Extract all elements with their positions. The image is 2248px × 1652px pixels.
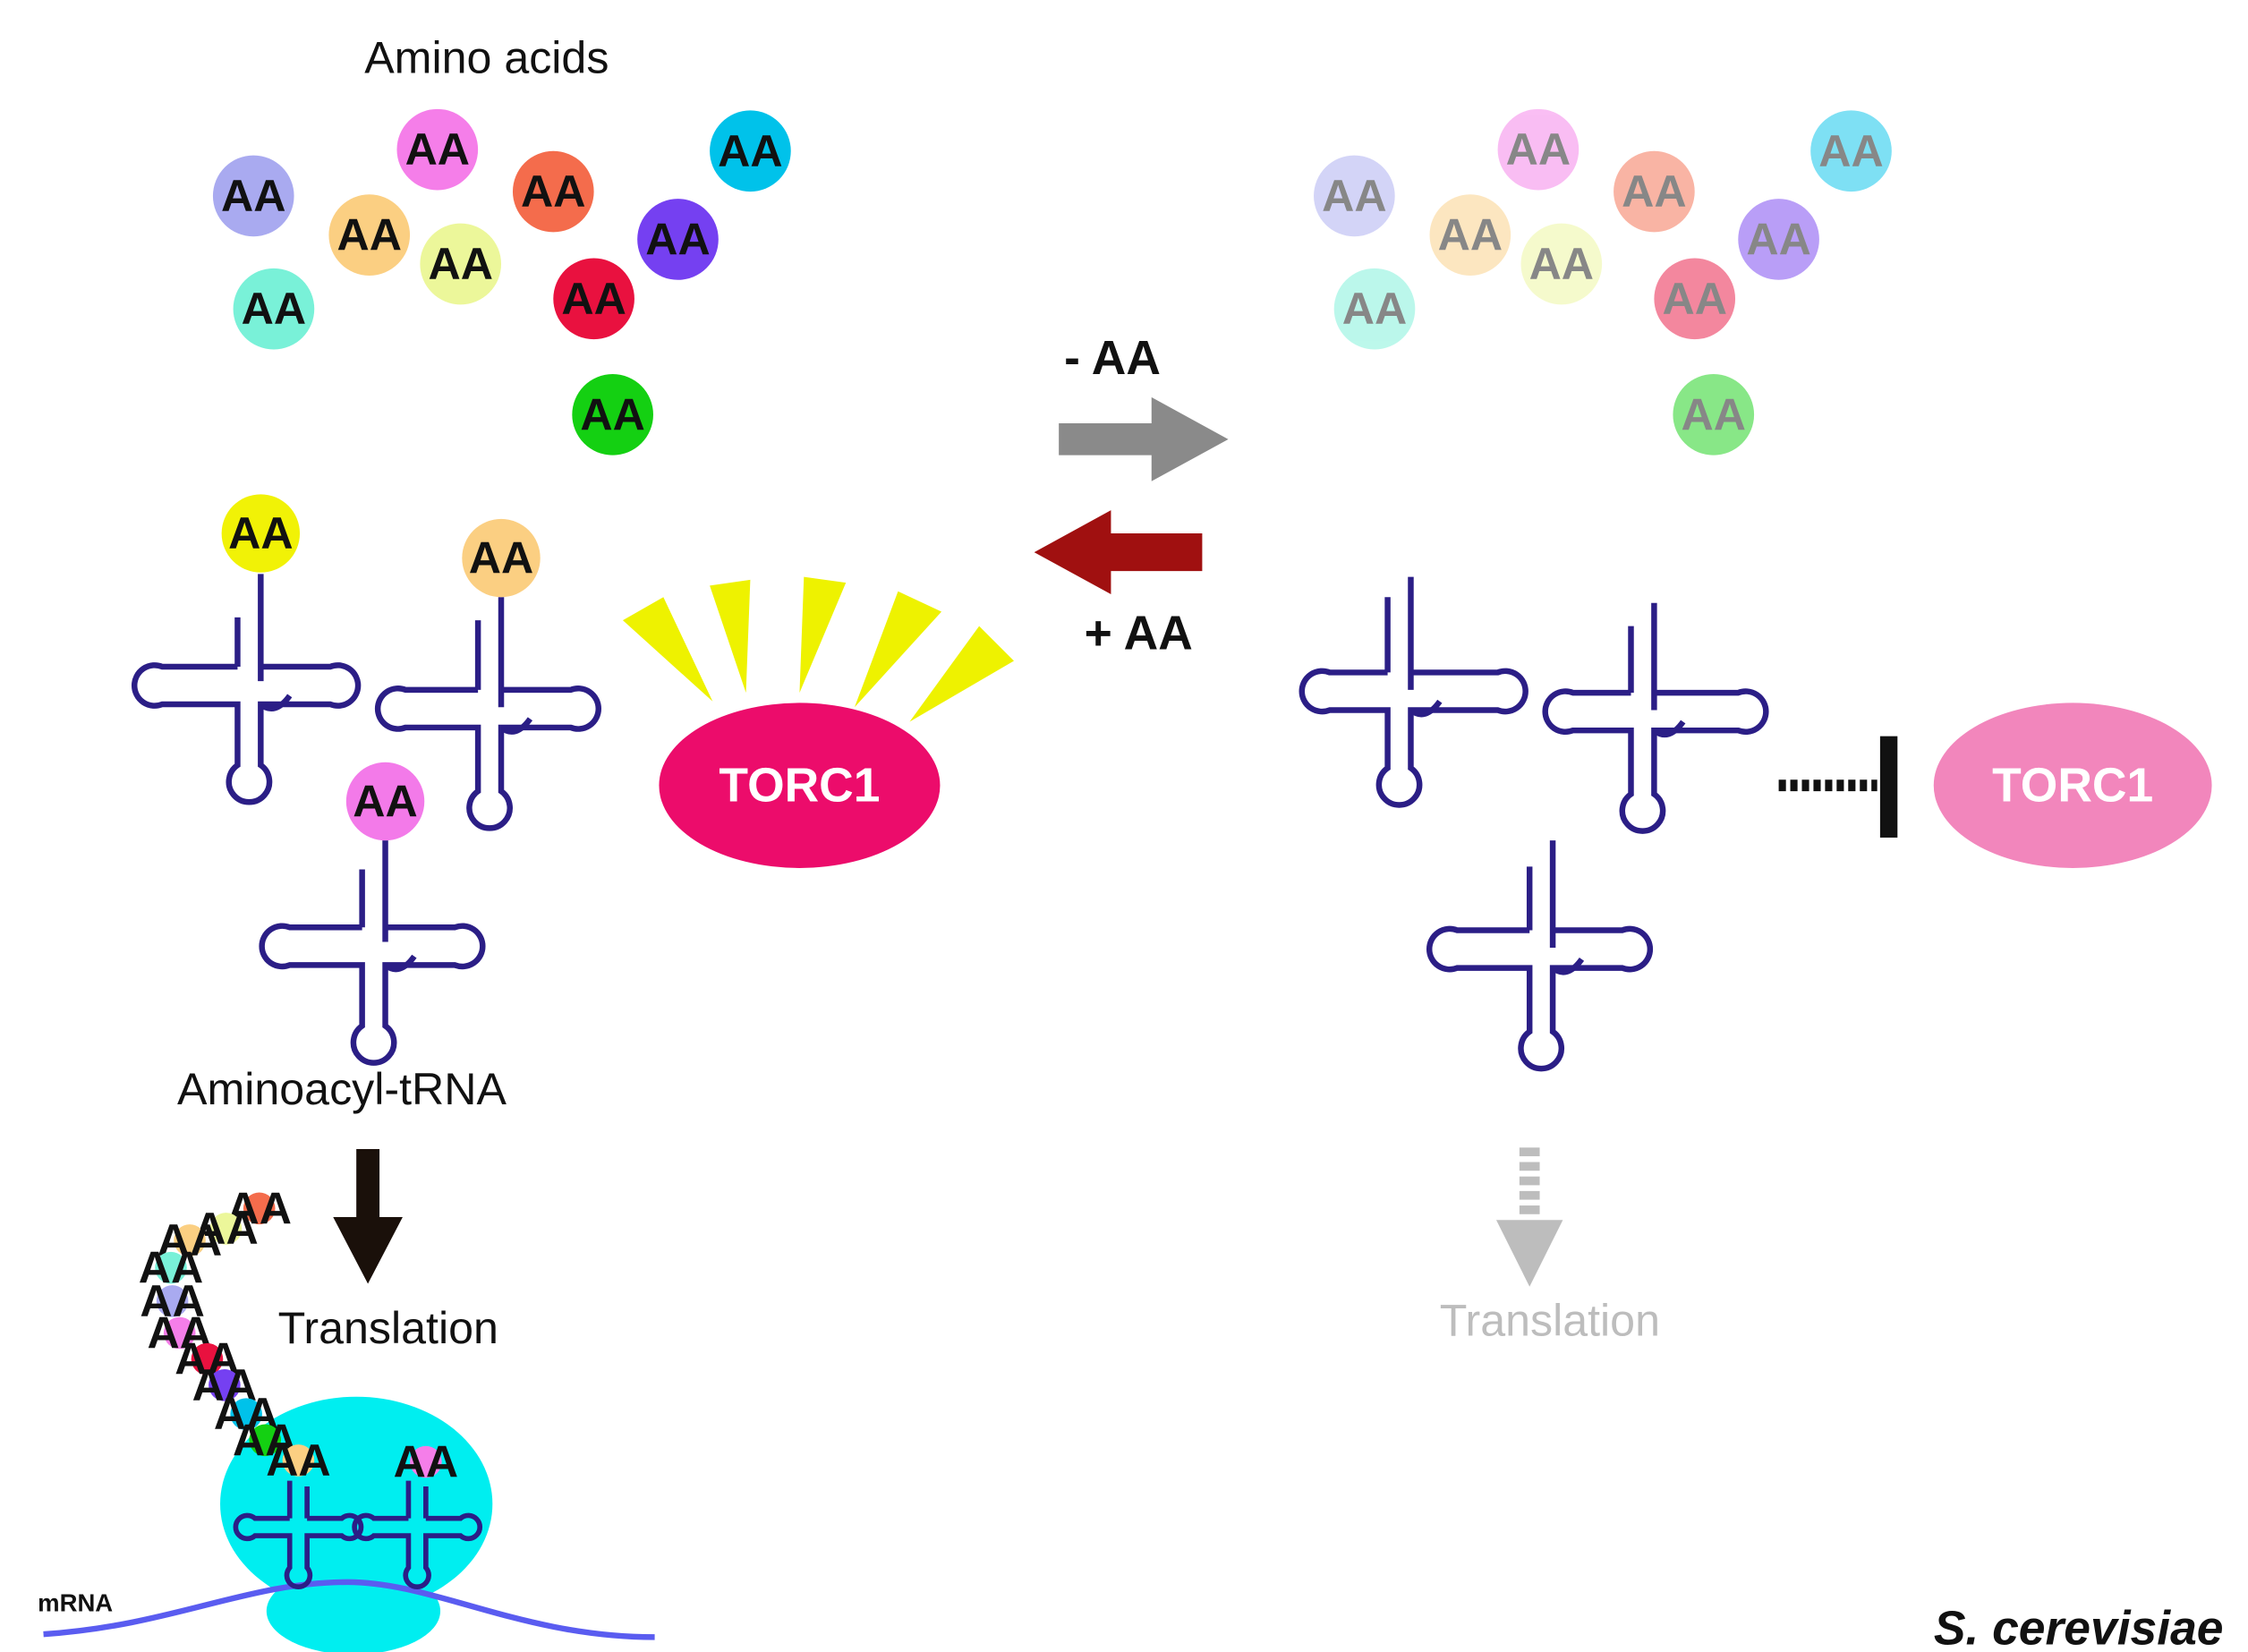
depleted-amino-acid-4	[1520, 223, 1603, 305]
depleted-amino-acid-8	[1333, 268, 1416, 350]
depleted-amino-acid-label-6: AA	[1746, 214, 1810, 264]
peptide-residue-4	[155, 1251, 187, 1284]
depleted-amino-acid-1	[1314, 155, 1395, 237]
svg-text:AA: AA	[353, 776, 417, 826]
trna-3-aa	[345, 762, 425, 841]
torc1-inactive-label: TORC1	[1992, 759, 2153, 812]
minus-aa-label: - AA	[1064, 332, 1161, 385]
amino-acid-label-7: AA	[718, 126, 782, 176]
amino-acid-5	[512, 150, 594, 233]
depleted-amino-acid-label-7: AA	[1818, 126, 1883, 176]
amino-acid-label-1: AA	[221, 171, 285, 221]
trna-6	[1426, 840, 1654, 1072]
amino-acid-label-2: AA	[405, 124, 470, 175]
translation-arrow	[333, 1148, 403, 1284]
depleted-amino-acid-6	[1738, 199, 1819, 280]
peptide-residue-5	[156, 1285, 189, 1317]
amino-acid-label-9: AA	[561, 274, 626, 324]
trna-2-aa	[462, 518, 541, 598]
amino-acid-9	[553, 258, 634, 340]
depleted-amino-acid-label-5: AA	[1622, 166, 1686, 217]
peptide-residue-label-5: AA	[140, 1276, 204, 1326]
amino-acids-label: Amino acids	[364, 32, 609, 82]
trna-group-uncharged	[1299, 576, 1769, 1072]
peptide-residue-7	[191, 1342, 224, 1375]
amino-acid-label-5: AA	[521, 166, 585, 217]
depleted-amino-acid-label-4: AA	[1529, 239, 1594, 289]
amino-acid-3	[328, 194, 411, 276]
trna-3	[259, 840, 486, 1066]
peptide-residue-6	[163, 1316, 196, 1350]
depleted-amino-acid-10	[1673, 374, 1755, 456]
torc1-inactive	[1933, 703, 2212, 868]
torc1-active	[659, 703, 941, 868]
torc1-active-label: TORC1	[719, 759, 880, 812]
species-label: S. cerevisiae	[1934, 1602, 2224, 1652]
peptide-residue-1	[243, 1192, 276, 1225]
depleted-amino-acid-label-2: AA	[1506, 124, 1571, 175]
translation-label: Translation	[278, 1303, 498, 1353]
peptide-residue-8	[209, 1368, 241, 1401]
peptide-residue-10	[249, 1424, 281, 1457]
peptide-residue-label-4: AA	[139, 1243, 203, 1293]
amino-acid-label-4: AA	[428, 239, 492, 289]
translation-faded-label: Translation	[1440, 1296, 1660, 1346]
amino-acid-2	[396, 108, 479, 191]
svg-text:AA: AA	[469, 533, 533, 583]
translation-arrow-faded	[1495, 1147, 1563, 1287]
inhibition-bar	[1879, 736, 1898, 838]
peptide-residue-12	[410, 1445, 442, 1478]
amino-acid-10	[572, 374, 653, 456]
torc1-rays	[622, 576, 1014, 722]
aminoacyl-trna-label: Aminoacyl-tRNA	[177, 1064, 507, 1114]
peptide-residue-2	[209, 1213, 243, 1245]
depleted-amino-acid-label-1: AA	[1322, 171, 1386, 221]
depleted-amino-acid-label-3: AA	[1438, 210, 1503, 260]
amino-acid-label-8: AA	[242, 284, 306, 334]
peptide-residue-label-12: AA	[394, 1437, 458, 1487]
amino-acid-label-10: AA	[580, 389, 644, 439]
plus-aa-arrow	[1034, 510, 1203, 595]
depleted-amino-acid-label-8: AA	[1342, 284, 1407, 334]
plus-aa-label: + AA	[1085, 608, 1193, 660]
peptide-residue-11	[282, 1444, 315, 1477]
depleted-amino-acid-5	[1614, 150, 1695, 233]
trna-group-charged: AA AA AA	[132, 494, 601, 1066]
depleted-amino-acid-label-10: AA	[1682, 389, 1746, 439]
minus-aa-arrow	[1059, 396, 1229, 481]
trna-5	[1542, 602, 1769, 834]
amino-acid-label-3: AA	[337, 210, 402, 260]
ribosome-trnas	[233, 1480, 483, 1590]
depleted-amino-acid-7	[1810, 110, 1892, 192]
svg-text:AA: AA	[228, 508, 293, 558]
trna-1-aa	[221, 494, 301, 573]
trna-4	[1299, 576, 1528, 808]
depleted-amino-acid-3	[1429, 194, 1511, 276]
mrna-label: mRNA	[38, 1588, 113, 1616]
amino-acid-7	[710, 110, 791, 192]
amino-acid-label-6: AA	[645, 214, 710, 264]
depleted-amino-acid-2	[1497, 108, 1580, 191]
trna-1	[132, 574, 362, 805]
depleted-amino-acid-9	[1654, 258, 1736, 340]
depleted-amino-acid-label-9: AA	[1662, 274, 1726, 324]
peptide-residue-3	[174, 1224, 206, 1256]
amino-acid-8	[233, 268, 315, 350]
peptide-residue-9	[230, 1398, 262, 1430]
amino-acid-1	[212, 155, 294, 237]
trna-2	[374, 597, 601, 831]
amino-acid-4	[420, 223, 502, 305]
peptide-residue-label-11: AA	[266, 1435, 330, 1486]
mrna-strand	[43, 1579, 655, 1640]
amino-acid-6	[637, 199, 719, 280]
